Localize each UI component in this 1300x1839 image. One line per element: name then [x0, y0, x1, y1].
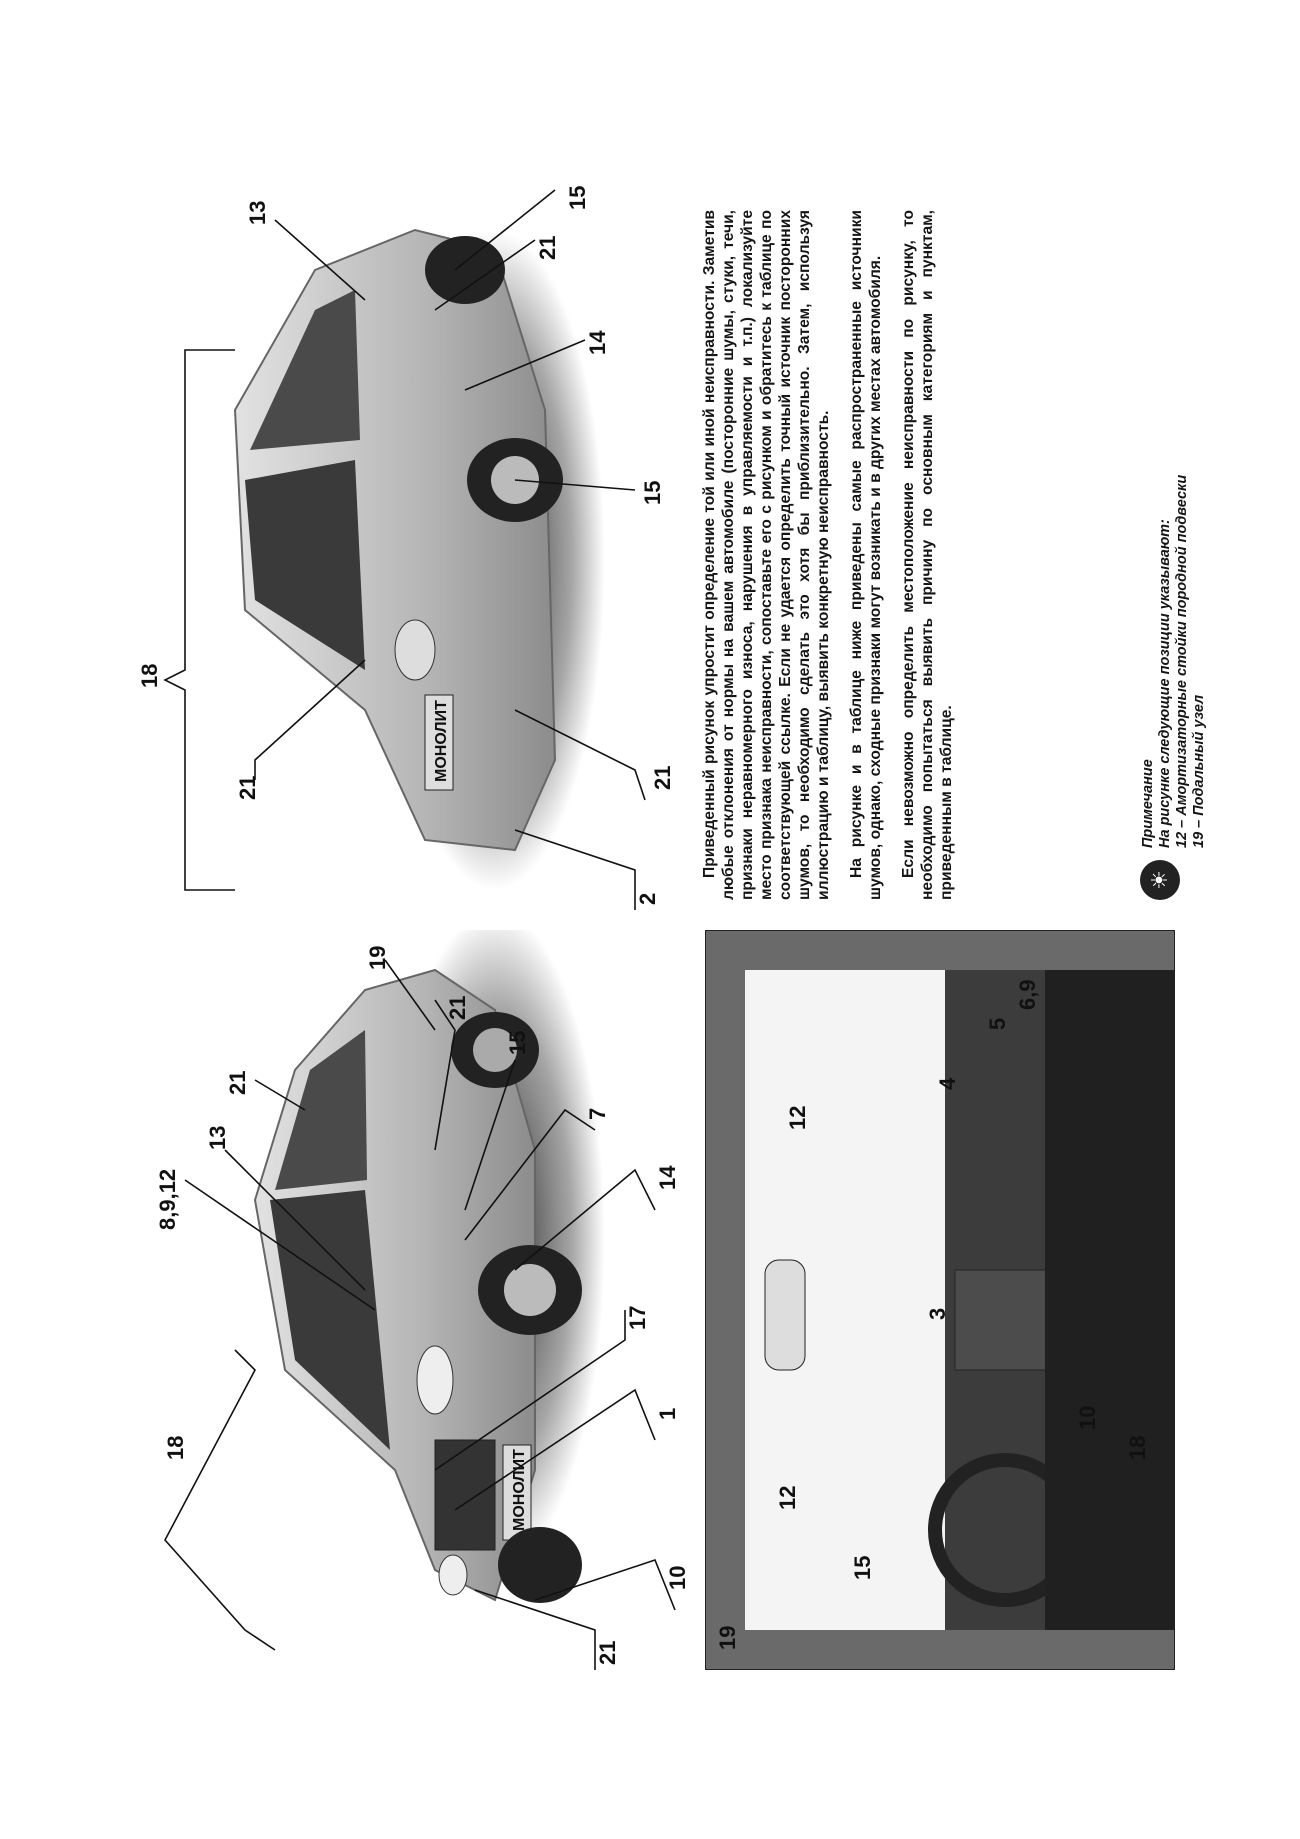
rim-rear	[473, 1028, 517, 1072]
paragraph-1: Приведенный рисунок упростит определение…	[701, 210, 832, 900]
callout-12-interior-b: 12	[785, 1106, 810, 1130]
rear-side-windows	[250, 290, 360, 450]
callout-10-interior: 10	[1075, 1406, 1100, 1430]
rear-plate-text: МОНОЛИТ	[433, 700, 450, 782]
callout-13-front: 13	[205, 1126, 230, 1150]
headlight-right	[416, 1345, 454, 1415]
rim-right	[504, 1264, 556, 1316]
callout-21-front-a: 21	[595, 1641, 620, 1665]
plate-text: МОНОЛИТ	[511, 1449, 528, 1531]
callout-15-front: 15	[505, 1031, 530, 1055]
side-windows	[275, 1030, 367, 1190]
callout-14-rear: 14	[585, 330, 610, 355]
callout-21-front-c: 21	[225, 1071, 250, 1095]
taillight-right	[394, 619, 436, 681]
callout-18-interior: 18	[1125, 1436, 1150, 1460]
rear-plate	[424, 694, 454, 791]
windshield	[270, 1190, 390, 1450]
interior-figure: 19 15 12 18 10 3 12 4 5 6,9	[705, 930, 1175, 1670]
callout-21-front-b: 21	[445, 996, 470, 1020]
callout-21-rear-a: 21	[235, 776, 260, 800]
rear-view-mirror	[764, 1259, 806, 1371]
note-line-1: На рисунке следующие позиции указывают:	[1157, 519, 1173, 848]
callout-6-9-interior: 6,9	[1015, 979, 1040, 1010]
callout-15-interior: 15	[850, 1556, 875, 1580]
callout-8-9-12-front: 8,9,12	[155, 1169, 180, 1230]
note-title: Примечание	[1140, 759, 1156, 848]
paragraph-2: На рисунке и в таблице ниже приведены са…	[848, 210, 884, 900]
rear-window	[245, 460, 365, 670]
front-wheel-left	[498, 1527, 582, 1603]
callout-19-interior: 19	[715, 1626, 740, 1650]
note-line-3: 19 – Подальный узел	[1191, 694, 1207, 848]
callout-3-interior: 3	[925, 1308, 950, 1320]
callout-4-interior: 4	[935, 1077, 960, 1090]
note-block: ☀ Примечание На рисунке следующие позици…	[1140, 210, 1207, 900]
callout-2-rear: 2	[635, 893, 660, 905]
rotated-page-content: МОНОЛИТ 18 21 10 1 17 8,9,12 13 14 7 15 …	[135, 170, 1207, 1670]
callout-15-rear-b: 15	[640, 481, 665, 505]
callout-10-front: 10	[665, 1566, 690, 1590]
headlight-left	[438, 1554, 468, 1596]
callout-1-front: 1	[655, 1408, 680, 1420]
callout-18-rear: 18	[137, 664, 162, 688]
callout-21-rear-c: 21	[535, 236, 560, 260]
callout-15-rear-a: 15	[565, 186, 590, 210]
grille	[434, 1439, 496, 1551]
callout-7-front: 7	[585, 1108, 610, 1120]
callout-12-interior-a: 12	[775, 1486, 800, 1510]
seats	[1045, 970, 1175, 1630]
paragraph-3: Если невозможно определить местоположени…	[900, 210, 955, 900]
front-car-figure: МОНОЛИТ 18 21 10 1 17 8,9,12 13 14 7 15 …	[155, 930, 690, 1670]
callout-13-rear: 13	[245, 201, 270, 225]
callout-5-interior: 5	[985, 1018, 1010, 1030]
callout-18-front: 18	[163, 1436, 188, 1460]
description-text: Приведенный рисунок упростит определение…	[700, 210, 1140, 900]
callout-21-rear-b: 21	[650, 766, 675, 790]
callout-19-front: 19	[365, 946, 390, 970]
callout-17-front: 17	[625, 1306, 650, 1330]
note-line-2: 12 – Амортизаторные стойки породной подв…	[1174, 474, 1190, 848]
windshield-view	[745, 970, 1005, 1630]
rear-car-figure: МОНОЛИТ 18 21 2 21 13 15 21 14 15	[137, 186, 675, 910]
rear-wheel-b	[425, 236, 505, 304]
lightbulb-icon: ☀	[1140, 860, 1180, 900]
callout-14-front: 14	[655, 1165, 680, 1190]
